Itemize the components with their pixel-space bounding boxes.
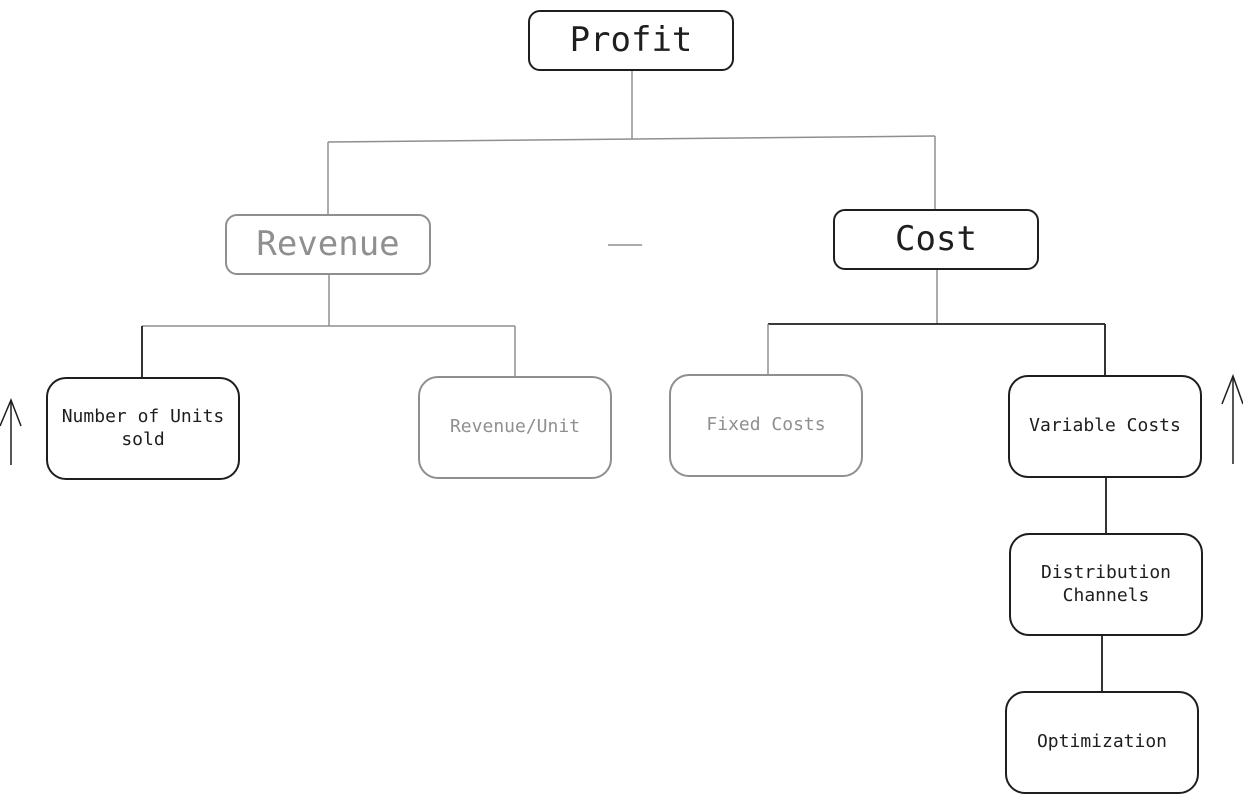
node-revenue-per-unit[interactable]: Revenue/Unit (418, 376, 612, 479)
node-units-sold[interactable]: Number of Units sold (46, 377, 240, 480)
node-revenue[interactable]: Revenue (225, 214, 431, 275)
node-distribution-channels[interactable]: Distribution Channels (1009, 533, 1203, 636)
up-arrow-icon (1221, 373, 1243, 464)
node-profit[interactable]: Profit (528, 10, 734, 71)
up-arrow-icon (0, 397, 22, 465)
connector-profit-bar (327, 135, 936, 143)
node-optimization[interactable]: Optimization (1005, 691, 1199, 794)
node-fixed-costs[interactable]: Fixed Costs (669, 374, 863, 477)
node-variable-costs[interactable]: Variable Costs (1008, 375, 1202, 478)
node-cost[interactable]: Cost (833, 209, 1039, 270)
